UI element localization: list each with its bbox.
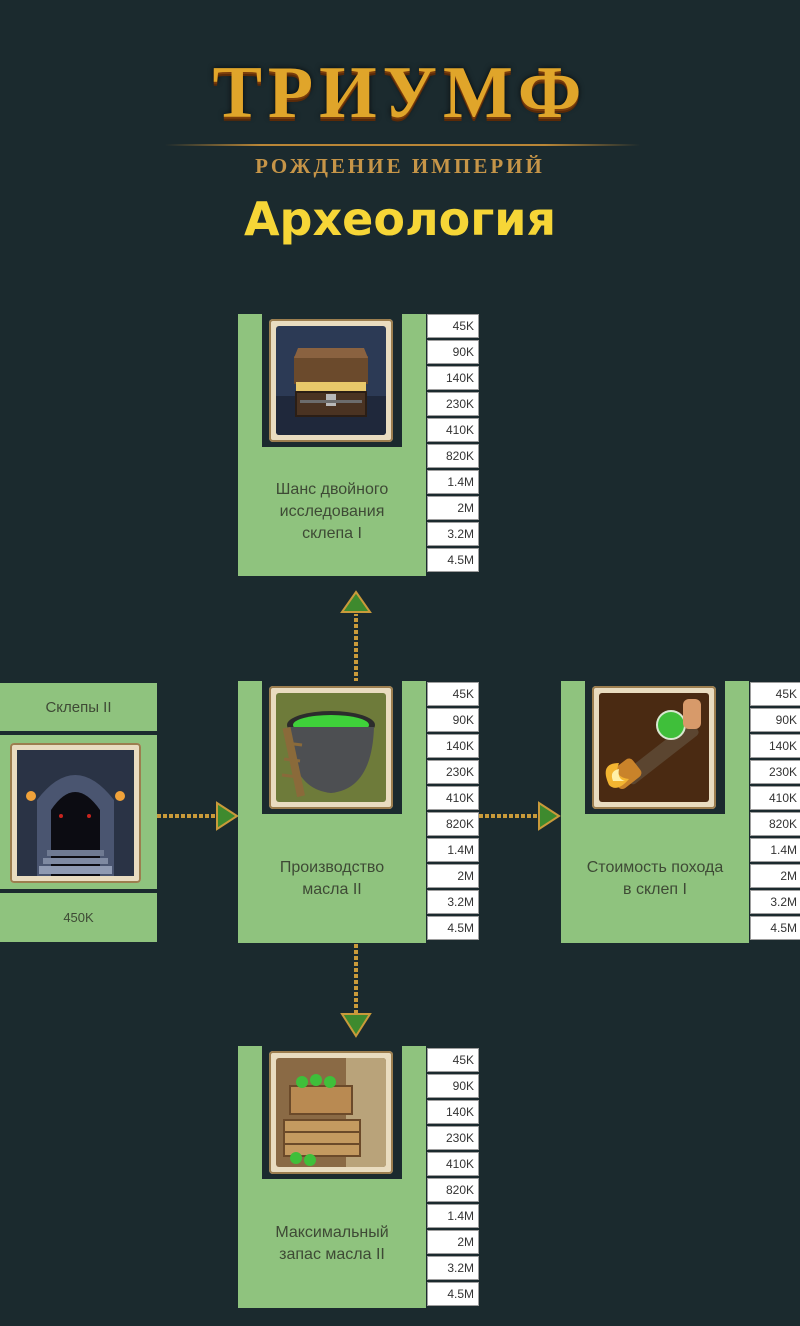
- price-cell: 410K: [427, 1152, 479, 1176]
- price-cell: 2M: [750, 864, 800, 888]
- skill-label-panel: Шанс двойного исследования склепа I: [238, 447, 426, 576]
- price-cell: 3.2M: [427, 1256, 479, 1280]
- arrow-right-icon: [479, 801, 561, 831]
- prerequisite-title: Склепы II: [0, 683, 157, 731]
- treasure-chest-icon: [269, 319, 393, 442]
- skill-card-double-crypt-chance[interactable]: Шанс двойного исследования склепа I: [238, 314, 426, 576]
- price-cell: 4.5M: [427, 548, 479, 572]
- skill-label-panel: Стоимость похода в склеп I: [561, 814, 749, 943]
- price-cell: 230K: [750, 760, 800, 784]
- crypt-stairs-icon: [10, 743, 141, 883]
- price-column: 45K 90K 140K 230K 410K 820K 1.4M 2M 3.2M…: [750, 682, 800, 940]
- price-cell: 90K: [427, 1074, 479, 1098]
- price-cell: 90K: [427, 340, 479, 364]
- price-cell: 410K: [750, 786, 800, 810]
- arrow-down-icon: [340, 944, 372, 1038]
- price-cell: 3.2M: [427, 522, 479, 546]
- arrow-right-icon: [157, 801, 239, 831]
- price-cell: 1.4M: [427, 1204, 479, 1228]
- price-cell: 45K: [427, 1048, 479, 1072]
- price-cell: 45K: [427, 314, 479, 338]
- crates-icon: [269, 1051, 393, 1174]
- logo-subtitle: РОЖДЕНИЕ ИМПЕРИЙ: [255, 154, 545, 178]
- price-cell: 90K: [750, 708, 800, 732]
- skill-label: Стоимость похода в склеп I: [586, 858, 724, 898]
- page-title: Археология: [243, 192, 557, 246]
- card-side-right: [402, 314, 426, 447]
- skill-label: Производство масла II: [279, 858, 385, 898]
- price-cell: 1.4M: [427, 470, 479, 494]
- skill-card-oil-production[interactable]: Производство масла II: [238, 681, 426, 943]
- card-side-left: [238, 681, 262, 814]
- card-side-right: [402, 1046, 426, 1179]
- price-cell: 4.5M: [427, 916, 479, 940]
- price-cell: 230K: [427, 1126, 479, 1150]
- price-cell: 140K: [427, 1100, 479, 1124]
- price-cell: 1.4M: [750, 838, 800, 862]
- card-side-right: [402, 681, 426, 814]
- price-cell: 820K: [750, 812, 800, 836]
- price-cell: 820K: [427, 812, 479, 836]
- prerequisite-card-crypts[interactable]: Склепы II 450K: [0, 683, 157, 942]
- skill-label: Максимальный запас масла II: [275, 1223, 389, 1263]
- logo-divider: [165, 144, 640, 146]
- price-cell: 410K: [427, 786, 479, 810]
- price-cell: 140K: [750, 734, 800, 758]
- torch-potion-icon: [592, 686, 716, 809]
- prerequisite-cost: 450K: [0, 893, 157, 942]
- skill-label-panel: Производство масла II: [238, 814, 426, 943]
- price-cell: 140K: [427, 734, 479, 758]
- price-cell: 90K: [427, 708, 479, 732]
- price-cell: 140K: [427, 366, 479, 390]
- price-cell: 3.2M: [750, 890, 800, 914]
- price-cell: 230K: [427, 760, 479, 784]
- card-side-right: [725, 681, 749, 814]
- card-side-left: [561, 681, 585, 814]
- card-side-left: [238, 1046, 262, 1179]
- arrow-up-icon: [340, 590, 372, 682]
- logo-title: ТРИУМФ: [212, 52, 588, 134]
- price-cell: 4.5M: [427, 1282, 479, 1306]
- price-cell: 45K: [427, 682, 479, 706]
- skill-card-crypt-trip-cost[interactable]: Стоимость похода в склеп I: [561, 681, 749, 943]
- game-logo: ТРИУМФ РОЖДЕНИЕ ИМПЕРИЙ: [0, 52, 800, 178]
- price-cell: 410K: [427, 418, 479, 442]
- price-cell: 2M: [427, 496, 479, 520]
- cauldron-icon: [269, 686, 393, 809]
- price-cell: 4.5M: [750, 916, 800, 940]
- price-cell: 1.4M: [427, 838, 479, 862]
- skill-card-max-oil-storage[interactable]: Максимальный запас масла II: [238, 1046, 426, 1308]
- price-cell: 820K: [427, 1178, 479, 1202]
- skill-label-panel: Максимальный запас масла II: [238, 1179, 426, 1308]
- price-cell: 45K: [750, 682, 800, 706]
- skill-label: Шанс двойного исследования склепа I: [275, 480, 389, 542]
- price-cell: 3.2M: [427, 890, 479, 914]
- price-cell: 2M: [427, 1230, 479, 1254]
- price-cell: 820K: [427, 444, 479, 468]
- prerequisite-image-panel: [0, 735, 157, 889]
- price-cell: 2M: [427, 864, 479, 888]
- card-side-left: [238, 314, 262, 447]
- price-cell: 230K: [427, 392, 479, 416]
